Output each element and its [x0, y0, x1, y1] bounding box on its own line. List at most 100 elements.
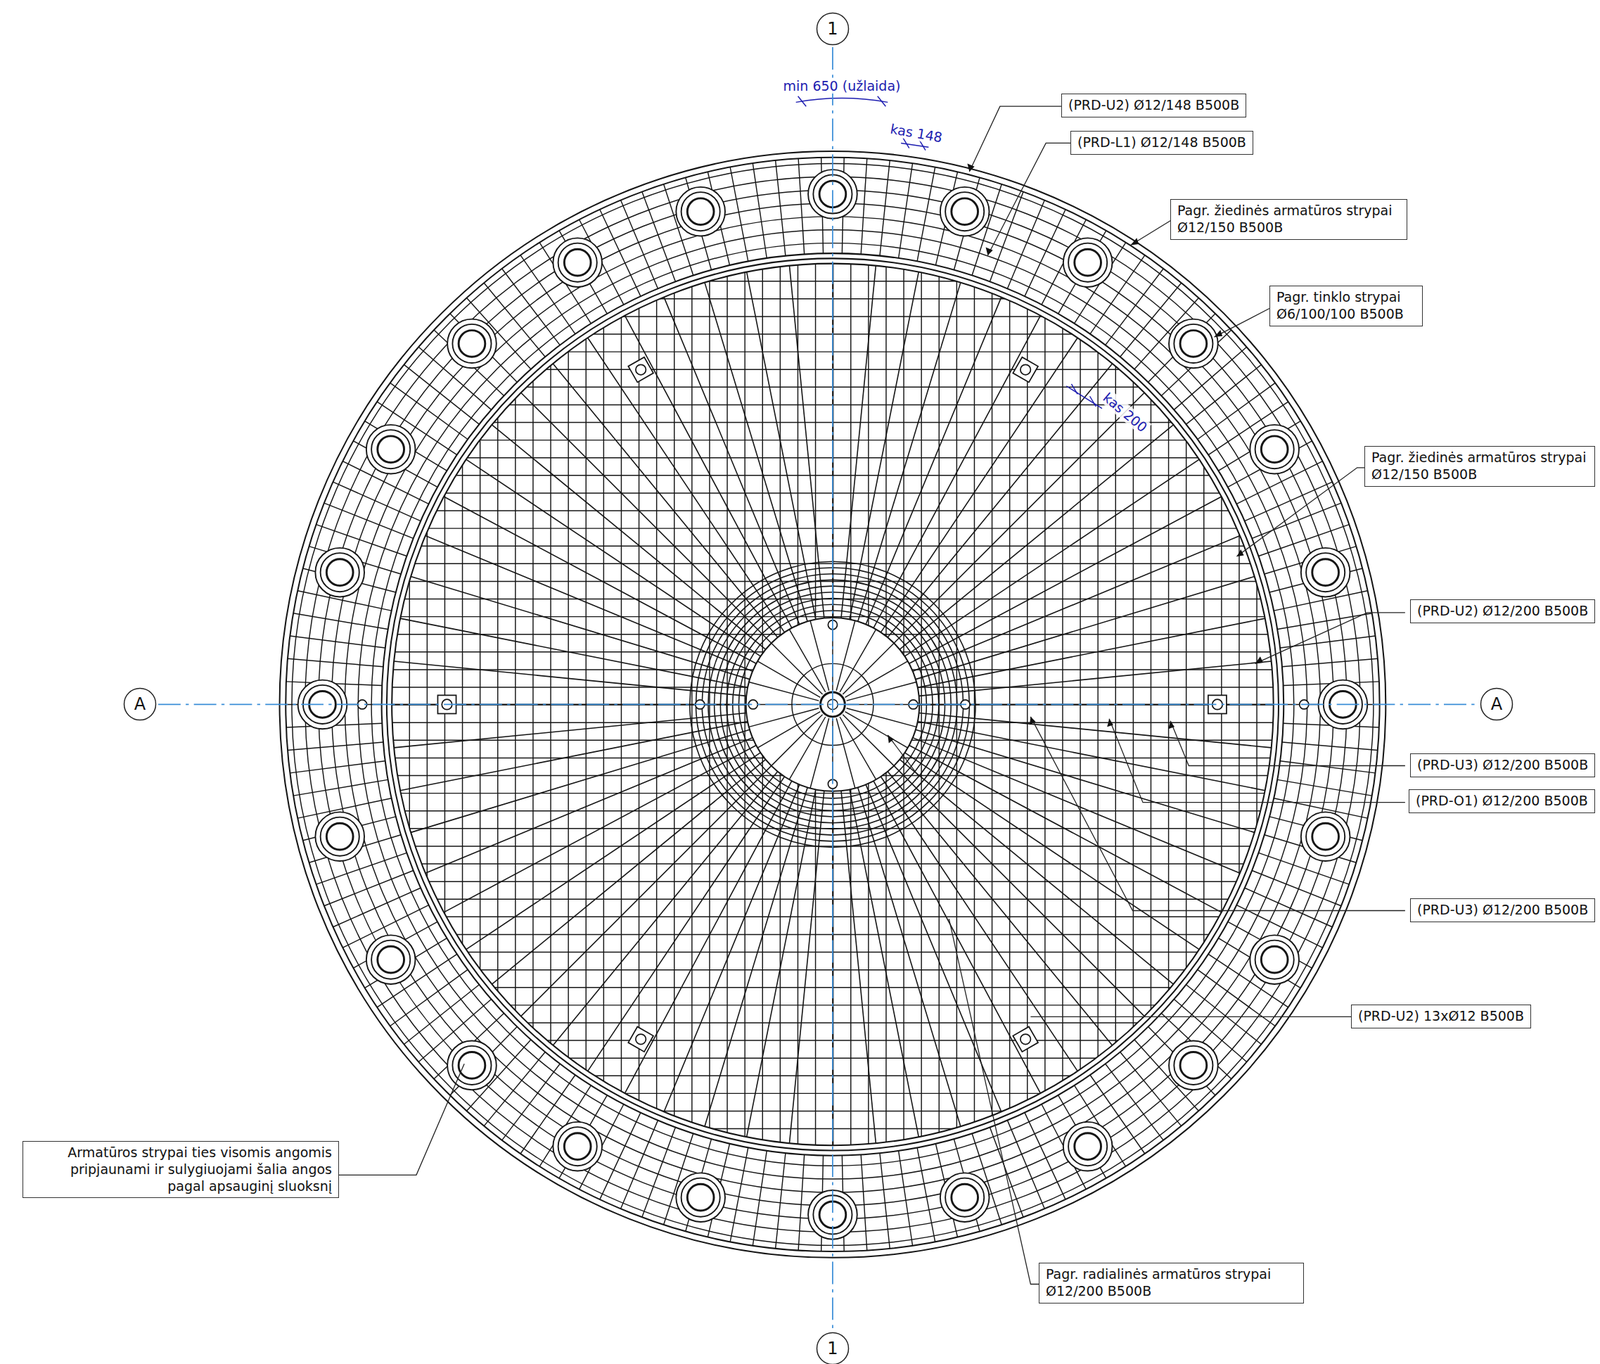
radial-bar [599, 1112, 641, 1200]
opening-ring [1306, 817, 1345, 856]
radial-bar [443, 745, 757, 913]
radial-bar [915, 729, 1255, 832]
radial-bar [789, 629, 826, 693]
callout-box: Pagr. tinklo strypai Ø6/100/100 B500B [1269, 285, 1423, 327]
radial-bar [912, 737, 1240, 874]
radial-bar [425, 737, 753, 874]
radial-bar [887, 771, 1112, 1046]
radial-bar [989, 192, 1024, 283]
radial-bar [466, 752, 761, 950]
radial-bar [642, 1126, 676, 1217]
radial-bar [789, 790, 824, 1143]
radial-bar [865, 296, 1002, 624]
anchor-hole [635, 1033, 647, 1045]
opening-ring [558, 1126, 598, 1166]
radial-bar [730, 1147, 749, 1242]
radial-bar [836, 718, 856, 789]
radial-bar [860, 1154, 868, 1250]
radial-bar [842, 642, 894, 695]
opening-ring [371, 429, 411, 469]
opening-ring [1180, 1052, 1207, 1079]
radial-bar [1244, 481, 1333, 521]
opening [1301, 547, 1351, 598]
callout-box: (PRD-L1) Ø12/148 B500B [1070, 130, 1254, 155]
radial-bar [1282, 658, 1378, 667]
radial-bar [1007, 200, 1045, 290]
radial-bar [1277, 613, 1372, 630]
radial-bar [746, 789, 816, 1137]
leader-lines [338, 106, 1406, 1284]
radial-bar [846, 708, 918, 728]
radial-bar [624, 315, 792, 629]
node-text: (PRD-L1) Ø12/148 B500B [1077, 134, 1247, 152]
radial-bar [521, 765, 772, 1017]
leader-line [1170, 720, 1406, 766]
opening [447, 1040, 497, 1091]
radial-bar [491, 759, 766, 984]
leader-line [1255, 612, 1406, 664]
dimension-tick [903, 137, 910, 149]
axis-bubble: 1 [815, 11, 850, 46]
arrowheads [887, 163, 1264, 743]
dimension-tick [877, 96, 887, 107]
radial-bar [289, 635, 385, 648]
radial-bar [917, 167, 936, 262]
radial-bar [909, 496, 1222, 664]
radial-bar [917, 1147, 936, 1242]
radial-bar [880, 337, 1078, 633]
axis-bubble: 1 [815, 1331, 850, 1364]
radial-bar [621, 1120, 659, 1209]
opening-ring [1173, 1045, 1213, 1085]
dimension-label: kas 200 [1099, 388, 1152, 436]
radial-bar [410, 576, 750, 679]
node-text: Pagr. tinklo strypai Ø6/100/100 B500B [1276, 289, 1416, 323]
opening-ring [951, 1183, 979, 1211]
radial-bar [704, 282, 808, 622]
anchor-hole [1020, 1033, 1032, 1045]
radial-bar [400, 720, 748, 790]
node-text: A [1479, 687, 1514, 721]
opening [1249, 424, 1299, 475]
opening [1063, 1121, 1113, 1171]
radial-bar [332, 887, 421, 927]
radial-bar [919, 661, 1272, 696]
anchor-plate [628, 1026, 654, 1052]
radial-bar [1244, 887, 1333, 927]
arrowhead [1236, 549, 1244, 557]
opening-ring [951, 198, 979, 226]
opening [940, 187, 990, 237]
radial-bar [849, 272, 919, 620]
callout-box: (PRD-U3) Ø12/200 B500B [1410, 753, 1596, 778]
dimension-tick [1090, 395, 1097, 407]
radial-bar [858, 282, 961, 622]
radial-bar [887, 363, 1112, 638]
radial-bar [466, 459, 761, 657]
radial-bar [898, 1150, 913, 1246]
radial-bar [393, 713, 747, 748]
opening [1063, 237, 1113, 287]
dimension-arc [796, 98, 889, 103]
opening-ring [1068, 243, 1107, 283]
callout-box: (PRD-U2) Ø12/200 B500B [1410, 599, 1596, 624]
opening-ring [371, 940, 411, 979]
radial-bar [904, 459, 1200, 657]
radial-bar [893, 392, 1145, 643]
anchor-plate [1012, 1026, 1039, 1052]
radial-bar [919, 713, 1272, 748]
opening [366, 934, 416, 984]
radial-bar [1024, 1112, 1066, 1200]
opening-ring [1074, 1133, 1102, 1160]
radial-bar [443, 496, 757, 664]
radial-bar [425, 535, 753, 672]
opening [940, 1172, 990, 1222]
radial-bar [752, 163, 767, 259]
radial-bar [836, 620, 856, 691]
radial-bar [324, 869, 414, 906]
opening-ring [377, 436, 405, 463]
radial-bar [909, 745, 1222, 913]
axis-bubble: A [1479, 687, 1514, 721]
opening [552, 237, 603, 287]
opening-ring [687, 1183, 714, 1211]
radial-bar [1186, 364, 1262, 425]
leader-line [987, 142, 1071, 256]
